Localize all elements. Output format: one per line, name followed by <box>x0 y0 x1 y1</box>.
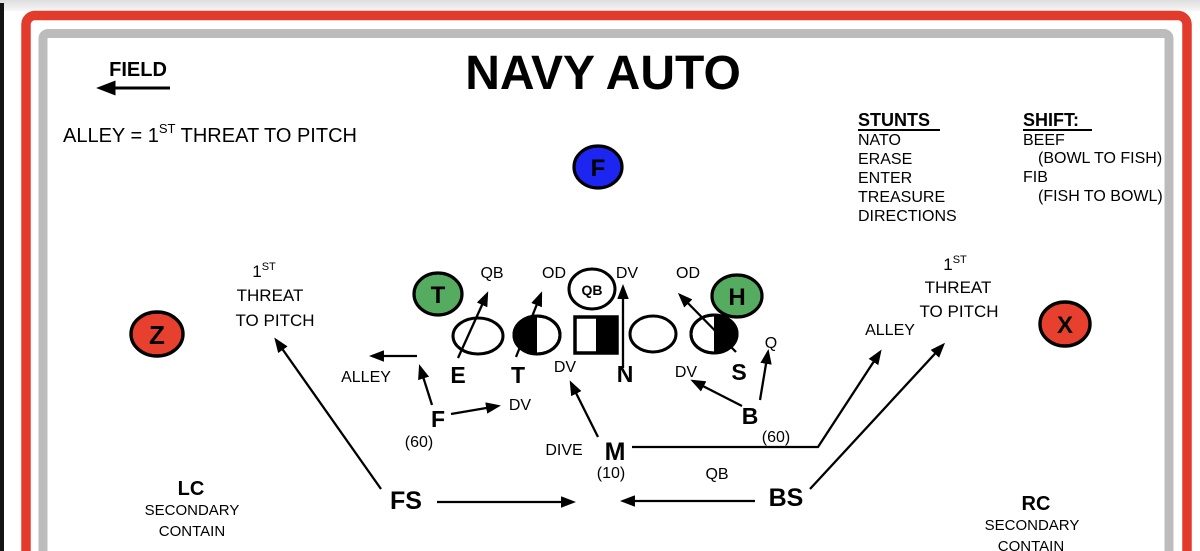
arrow-m-to-dv <box>569 380 600 438</box>
arrow-fs-to-pitch <box>274 337 382 490</box>
od-call-label-left: OD <box>542 265 566 282</box>
defense-t-label: T <box>511 362 525 388</box>
rc-contain-label: CONTAIN <box>998 538 1064 551</box>
defense-fs-label: FS <box>390 487 422 515</box>
offense-z-marker: Z <box>129 310 185 358</box>
oline-center <box>573 315 619 355</box>
stunts-header: STUNTS <box>858 110 930 130</box>
offense-f-circle <box>572 144 624 190</box>
offense-f-letter: F <box>591 155 606 182</box>
defense-e-label: E <box>450 362 465 388</box>
arrow-m-to-right-alley <box>632 349 882 449</box>
threat-right-line1: THREAT <box>925 278 992 297</box>
qb-call-label-bs: QB <box>705 466 728 483</box>
window-top-strip <box>0 0 1200 11</box>
od-call-label-right: OD <box>676 265 700 282</box>
defense-bs-label: BS <box>769 484 804 512</box>
dv-label-m: DV <box>554 359 577 376</box>
red-frame-border <box>21 10 1192 551</box>
offense-z-circle <box>129 310 185 358</box>
offense-h-circle <box>710 273 764 319</box>
q-label: Q <box>765 335 777 352</box>
oline-right-guard <box>628 314 678 354</box>
stunts-item: DIRECTIONS <box>858 208 957 225</box>
shift-item: (BOWL TO FISH) <box>1038 150 1162 167</box>
offense-h-letter: H <box>728 284 745 311</box>
rc-secondary-label: SECONDARY <box>985 517 1080 534</box>
shift-header: SHIFT: <box>1023 110 1079 130</box>
dv-label-b: DV <box>675 364 698 381</box>
arrow-b-to-dv <box>690 379 743 408</box>
window-left-edge <box>0 3 4 551</box>
oline-left-tackle <box>451 316 505 356</box>
sixty-label-b: (60) <box>762 429 790 446</box>
offense-qb-circle <box>567 267 617 311</box>
play-title: NAVY AUTO <box>465 47 741 100</box>
threat-left-line1: THREAT <box>237 286 304 305</box>
defense-s-label: S <box>731 359 746 385</box>
oline-right-tackle <box>689 313 739 355</box>
dv-label-f: DV <box>509 397 532 414</box>
oline-center-shade <box>596 317 617 353</box>
offense-t-letter: T <box>431 282 446 309</box>
shift-item: (FISH TO BOWL) <box>1038 188 1163 205</box>
corner-note-left: LC SECONDARY CONTAIN <box>145 478 240 540</box>
alley-label-left: ALLEY <box>341 369 391 386</box>
offense-qb-marker: QB <box>567 267 617 311</box>
stunts-item: ERASE <box>858 151 912 168</box>
stunts-item: ENTER <box>858 170 912 187</box>
offense-x-marker: X <box>1038 300 1092 348</box>
field-label: FIELD <box>109 59 167 81</box>
arrow-f-to-dv <box>450 402 501 416</box>
shift-item: BEEF <box>1023 132 1065 149</box>
dv-call-label-center: DV <box>616 265 639 282</box>
oline-left-guard <box>512 314 562 356</box>
threat-right-first: 1ST <box>943 254 967 274</box>
shift-item: FIB <box>1023 169 1048 186</box>
defense-n-label: N <box>617 361 634 387</box>
arrow-s-to-od <box>677 292 737 353</box>
threat-note-left: 1ST THREAT TO PITCH <box>235 261 314 330</box>
arrow-b-to-q <box>758 349 772 401</box>
arrow-bs-to-pitch <box>809 342 946 490</box>
arrow-t-to-od <box>514 291 543 358</box>
arrow-f-upfield <box>418 364 434 406</box>
oline-right-tackle-shade <box>714 315 737 353</box>
lc-contain-label: CONTAIN <box>159 523 225 540</box>
dive-label: DIVE <box>545 442 582 459</box>
stunts-item: TREASURE <box>858 189 945 206</box>
ten-label-m: (10) <box>597 465 625 482</box>
threat-left-line2: TO PITCH <box>235 311 314 330</box>
arrow-e-to-qb <box>456 291 489 359</box>
qb-call-label-e: QB <box>480 265 503 282</box>
lc-secondary-label: SECONDARY <box>145 502 240 519</box>
offense-x-letter: X <box>1057 312 1073 339</box>
threat-left-first: 1ST <box>252 261 276 281</box>
offense-qb-letter: QB <box>582 282 603 298</box>
offense-t-marker: T <box>412 271 464 317</box>
offense-t-circle <box>412 271 464 317</box>
sixty-label-f: (60) <box>405 434 433 451</box>
threat-note-right: 1ST THREAT TO PITCH <box>919 254 998 321</box>
rc-label: RC <box>1022 493 1051 515</box>
offense-z-letter: Z <box>149 320 165 350</box>
lc-label: LC <box>178 478 205 500</box>
offense-x-circle <box>1038 300 1092 348</box>
defense-f-label: F <box>431 406 445 432</box>
defense-m-label: M <box>605 438 626 466</box>
stunts-item: NATO <box>858 132 901 149</box>
alley-label-right: ALLEY <box>865 322 915 339</box>
offense-f-marker: F <box>572 144 624 190</box>
offense-h-marker: H <box>710 273 764 319</box>
alley-definition: ALLEY = 1ST THREAT TO PITCH <box>63 121 357 147</box>
defense-b-label: B <box>742 403 759 429</box>
corner-note-right: RC SECONDARY CONTAIN <box>985 493 1080 551</box>
threat-right-line2: TO PITCH <box>919 302 998 321</box>
